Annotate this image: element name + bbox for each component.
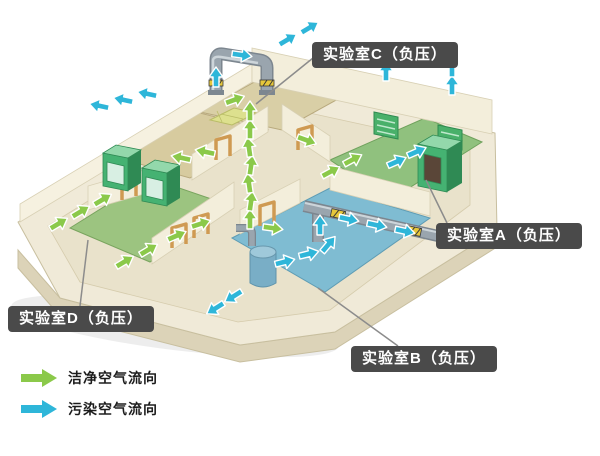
clean-air-arrow-icon bbox=[21, 369, 57, 387]
callout-lab-a: 实验室A（负压） bbox=[436, 223, 582, 249]
legend: 洁净空气流向 污染空气流向 bbox=[20, 368, 158, 419]
door-frame bbox=[214, 134, 232, 160]
polluted-air-arrow-icon bbox=[21, 400, 57, 418]
callout-lab-d: 实验室D（负压） bbox=[8, 306, 154, 332]
connector-lab-c bbox=[255, 57, 314, 105]
biosafety-cabinets bbox=[101, 134, 464, 207]
callout-lab-c: 实验室C（负压） bbox=[312, 42, 458, 68]
connector-lab-a bbox=[425, 179, 448, 224]
door-frame bbox=[258, 200, 276, 226]
legend-clean-row: 洁净空气流向 bbox=[20, 368, 158, 388]
wall-vent-icon bbox=[373, 111, 399, 140]
legend-clean-label: 洁净空气流向 bbox=[68, 370, 158, 386]
biosafety-cabinet bbox=[140, 159, 182, 207]
legend-polluted-label: 污染空气流向 bbox=[68, 401, 158, 417]
connector-lab-b bbox=[317, 287, 399, 347]
biosafety-cabinet bbox=[416, 134, 464, 193]
floor-mat bbox=[208, 107, 258, 126]
callout-lab-b: 实验室B（负压） bbox=[351, 346, 497, 372]
biosafety-cabinet bbox=[101, 144, 143, 192]
hazard-band bbox=[259, 79, 275, 87]
connector-lab-d bbox=[79, 239, 89, 307]
callout-connectors bbox=[79, 57, 448, 347]
legend-polluted-row: 污染空气流向 bbox=[20, 399, 158, 419]
